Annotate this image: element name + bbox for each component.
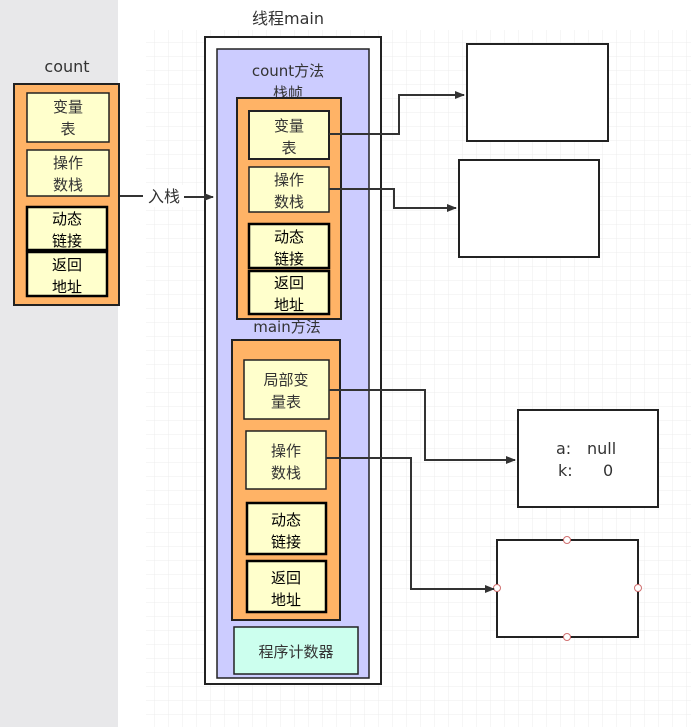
- svg-text:返回地址: 返回地址: [52, 256, 82, 296]
- svg-text:局部变量表: 局部变量表: [263, 371, 308, 411]
- resize-handle-bottom[interactable]: [563, 633, 571, 641]
- push-label: 入栈: [148, 187, 180, 206]
- external-frame-cell-operand-stack[interactable]: 操作数栈: [26, 149, 110, 197]
- count-frame-cell-dynamic-link[interactable]: 动态链接: [247, 222, 331, 270]
- heap-box-1[interactable]: [466, 43, 609, 142]
- main-frame-cell-return-address[interactable]: 返回地址: [245, 559, 328, 614]
- count-frame-cell-local-vars[interactable]: 变量表: [248, 110, 330, 160]
- program-counter-box[interactable]: 程序计数器: [233, 626, 359, 675]
- connector-count-operand-to-heap2[interactable]: [329, 188, 457, 212]
- object-var-k: k: 0: [558, 461, 613, 480]
- svg-text:null: null: [587, 439, 616, 458]
- heap-box-selected[interactable]: [496, 539, 639, 638]
- svg-text:程序计数器: 程序计数器: [258, 643, 333, 661]
- heap-object-box[interactable]: [517, 409, 659, 508]
- heap-box-2[interactable]: [458, 159, 600, 258]
- svg-text:返回地址: 返回地址: [274, 274, 304, 314]
- object-var-a: a: null: [556, 439, 616, 458]
- svg-text:变量表: 变量表: [274, 117, 304, 157]
- connector-count-vars-to-heap1[interactable]: [329, 91, 465, 135]
- external-frame-title: count: [44, 57, 89, 76]
- connector-main-vars-to-object[interactable]: [329, 389, 516, 464]
- svg-text:变量表: 变量表: [53, 98, 83, 138]
- main-frame-cell-dynamic-link[interactable]: 动态链接: [245, 501, 328, 556]
- svg-text:操作数栈: 操作数栈: [271, 442, 301, 482]
- svg-text:k:: k:: [558, 461, 573, 480]
- external-frame-cell-local-vars[interactable]: 变量表: [26, 92, 110, 143]
- count-frame-cell-operand-stack[interactable]: 操作数栈: [248, 166, 330, 213]
- external-frame-cell-dynamic-link[interactable]: 动态链接: [25, 205, 109, 252]
- svg-text:动态链接: 动态链接: [52, 210, 82, 250]
- svg-text:0: 0: [603, 461, 613, 480]
- push-label-background: [143, 185, 185, 207]
- svg-text:操作数栈: 操作数栈: [53, 154, 83, 194]
- main-frame-cell-local-vars[interactable]: 局部变量表: [243, 359, 330, 420]
- svg-text:返回地址: 返回地址: [271, 569, 301, 609]
- thread-title: 线程main: [252, 9, 324, 28]
- svg-text:操作数栈: 操作数栈: [274, 171, 304, 211]
- svg-text:动态链接: 动态链接: [274, 228, 304, 268]
- main-frame-cell-operand-stack[interactable]: 操作数栈: [245, 430, 327, 490]
- external-frame-cell-return-address[interactable]: 返回地址: [25, 250, 109, 298]
- count-frame-cell-return-address[interactable]: 返回地址: [247, 269, 331, 316]
- svg-text:a:: a:: [556, 439, 571, 458]
- resize-handle-left[interactable]: [493, 584, 501, 592]
- resize-handle-top[interactable]: [563, 536, 571, 544]
- resize-handle-right[interactable]: [634, 584, 642, 592]
- connector-main-operand-to-selected[interactable]: [326, 457, 495, 593]
- svg-text:动态链接: 动态链接: [271, 511, 301, 551]
